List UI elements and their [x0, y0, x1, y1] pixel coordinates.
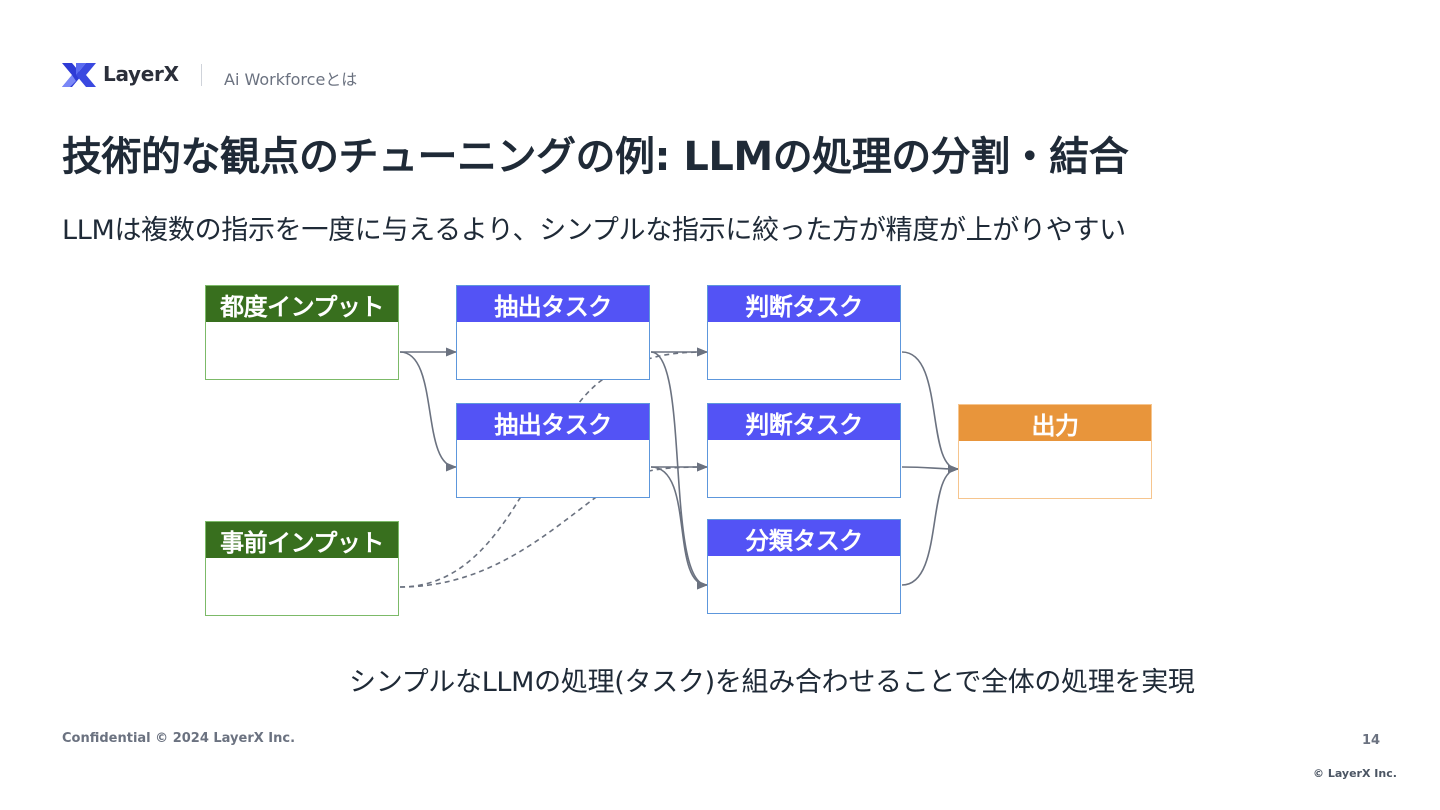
node-extract-1-label: 抽出タスク — [457, 286, 649, 322]
logo-text: LayerX — [103, 62, 179, 86]
node-extract-2: 抽出タスク — [456, 403, 650, 498]
node-classify-label: 分類タスク — [708, 520, 900, 556]
node-judge-2: 判断タスク — [707, 403, 901, 498]
node-classify: 分類タスク — [707, 519, 901, 614]
node-input-each-label: 都度インプット — [206, 286, 398, 322]
node-extract-1-body — [457, 322, 649, 379]
node-input-prior-label: 事前インプット — [206, 522, 398, 558]
edge-classify-to-output — [901, 464, 960, 586]
confidential-note: Confidential © 2024 LayerX Inc. — [62, 731, 296, 746]
node-classify-body — [708, 556, 900, 613]
header-divider — [201, 64, 202, 86]
edge-input-each-to-extract-2 — [399, 351, 458, 472]
edge-input-prior-to-judge-2 — [399, 462, 709, 588]
edge-input-prior-to-judge-1 — [399, 347, 709, 588]
node-input-each: 都度インプット — [205, 285, 399, 380]
edge-judge-1-to-output — [901, 351, 960, 474]
node-extract-2-body — [457, 440, 649, 497]
node-output: 出力 — [958, 404, 1152, 499]
node-extract-2-label: 抽出タスク — [457, 404, 649, 440]
node-output-body — [959, 441, 1151, 498]
page-number: 14 — [1362, 733, 1381, 748]
slide-subtitle: LLMは複数の指示を一度に与えるより、シンプルな指示に絞った方が精度が上がりやす… — [62, 215, 1126, 246]
node-judge-2-label: 判断タスク — [708, 404, 900, 440]
node-input-each-body — [206, 322, 398, 379]
node-extract-1: 抽出タスク — [456, 285, 650, 380]
layerx-logo-icon — [62, 63, 96, 87]
edge-extract-1-to-classify — [650, 351, 709, 590]
slide-title: 技術的な観点のチューニングの例: LLMの処理の分割・結合 — [62, 134, 1129, 180]
node-output-label: 出力 — [959, 405, 1151, 441]
node-judge-1-body — [708, 322, 900, 379]
section-label: Ai Workforceとは — [224, 70, 358, 89]
edge-extract-2-to-classify — [650, 466, 709, 590]
node-judge-1: 判断タスク — [707, 285, 901, 380]
edge-judge-2-to-output — [901, 464, 960, 474]
node-judge-1-label: 判断タスク — [708, 286, 900, 322]
node-judge-2-body — [708, 440, 900, 497]
diagram-caption: シンプルなLLMの処理(タスク)を組み合わせることで全体の処理を実現 — [349, 667, 1195, 698]
copyright-note: © LayerX Inc. — [1313, 767, 1397, 780]
node-input-prior-body — [206, 558, 398, 615]
node-input-prior: 事前インプット — [205, 521, 399, 616]
